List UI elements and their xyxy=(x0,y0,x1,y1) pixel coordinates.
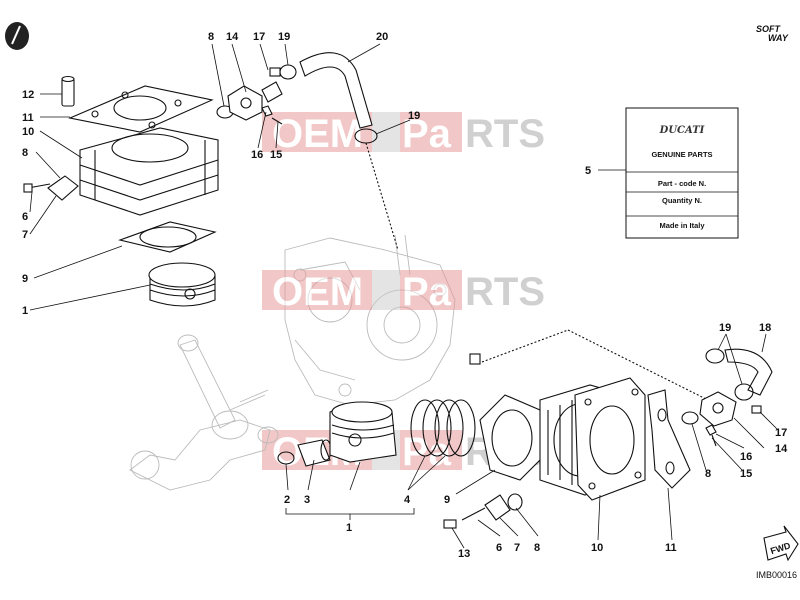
callout-1: 1 xyxy=(22,305,28,317)
callout-15-top: 15 xyxy=(270,149,282,161)
brand-mark-line2: WAY xyxy=(768,33,789,43)
crankcase-outline xyxy=(284,234,456,406)
watermark-left-1: OEM xyxy=(272,112,363,156)
callout-17-right: 17 xyxy=(775,427,787,439)
screw-top xyxy=(269,67,281,77)
callout-4: 4 xyxy=(404,494,411,506)
card-part-code: Part - code N. xyxy=(658,179,706,188)
callout-16-right: 16 xyxy=(740,451,752,463)
callout-8: 8 xyxy=(22,147,28,159)
water-hose-right xyxy=(724,348,773,396)
watermark-right-1: RTS xyxy=(465,112,545,156)
callout-1-bottom: 1 xyxy=(346,522,352,534)
fwd-arrow: FWD xyxy=(763,525,799,562)
callout-6: 6 xyxy=(22,211,28,223)
callout-7: 7 xyxy=(22,229,28,241)
water-union-right xyxy=(699,391,737,427)
callout-labels: 12 11 10 8 6 7 9 1 8 14 17 19 20 16 15 1… xyxy=(22,31,788,560)
water-flange xyxy=(47,175,79,201)
callout-6-bottom: 6 xyxy=(496,542,502,554)
diagram-code: IMB00016 xyxy=(756,570,797,580)
callout-11-bottom: 11 xyxy=(665,542,677,554)
card-brand: DUCATI xyxy=(659,125,705,136)
bottom-piston-group xyxy=(277,399,476,467)
callout-12: 12 xyxy=(22,89,34,101)
callout-13: 13 xyxy=(458,548,470,560)
callout-14-top: 14 xyxy=(226,31,239,43)
callout-19-top: 19 xyxy=(278,31,290,43)
callout-5: 5 xyxy=(585,165,591,177)
watermark-left-2: OEM xyxy=(272,270,363,314)
callout-9: 9 xyxy=(22,273,28,285)
water-flange-bottom xyxy=(484,494,511,521)
callout-7-bottom: 7 xyxy=(514,542,520,554)
crankshaft-assembly xyxy=(129,334,279,491)
o-ring-bottom xyxy=(507,493,523,511)
water-union xyxy=(227,85,263,121)
callout-18: 18 xyxy=(759,322,771,334)
cylinder-assembly-bottom xyxy=(443,329,709,529)
washer-right xyxy=(705,424,717,436)
callout-2: 2 xyxy=(284,494,290,506)
callout-11: 11 xyxy=(22,112,34,124)
screw-right xyxy=(751,405,762,414)
callout-16-top: 16 xyxy=(251,149,263,161)
callout-20: 20 xyxy=(376,31,388,43)
watermark-middle-1: Pa xyxy=(402,112,452,156)
callout-8-right: 8 xyxy=(705,468,711,480)
brand-mark-line1: SOFT xyxy=(756,24,782,34)
bolt-bottom xyxy=(443,519,457,529)
gudgeon-pin xyxy=(297,439,331,467)
head-gasket xyxy=(68,85,214,133)
callout-14-right: 14 xyxy=(775,443,788,455)
callout-8-bottom: 8 xyxy=(534,542,540,554)
hose-clamp-right-top xyxy=(705,348,725,364)
watermark-middle-3: Pa xyxy=(402,430,452,474)
card-origin: Made in Italy xyxy=(659,221,705,230)
leader-lines xyxy=(29,43,779,549)
card-quantity: Quantity N. xyxy=(662,196,702,205)
card-genuine: GENUINE PARTS xyxy=(651,150,712,159)
callout-17-top: 17 xyxy=(253,31,265,43)
dowel-pin xyxy=(61,77,75,107)
cylinder-assembly-top xyxy=(23,75,219,307)
callout-19-hose: 19 xyxy=(408,110,420,122)
o-ring-right xyxy=(681,411,699,425)
callout-9-bottom: 9 xyxy=(444,494,450,506)
hose-clamp-right-bottom xyxy=(734,383,754,401)
head-gasket-bottom xyxy=(574,377,646,501)
water-hose xyxy=(299,52,373,129)
logo-mark xyxy=(5,22,29,50)
callout-10: 10 xyxy=(22,126,34,138)
callout-8-top: 8 xyxy=(208,31,214,43)
washer-small xyxy=(261,105,273,117)
callout-10-bottom: 10 xyxy=(591,542,603,554)
watermark-right-2: RTS xyxy=(465,270,545,314)
soft-way-mark: SOFT WAY xyxy=(756,24,789,43)
hose-clamp-top xyxy=(279,64,297,80)
water-fittings-right xyxy=(681,348,773,447)
watermark-middle-2: Pa xyxy=(402,270,452,314)
piston-rings xyxy=(410,399,476,457)
callout-3: 3 xyxy=(304,494,310,506)
genuine-parts-card: DUCATI GENUINE PARTS Part - code N. Quan… xyxy=(625,107,739,239)
callout-15-right: 15 xyxy=(740,468,752,480)
cylinder-block xyxy=(79,127,219,216)
callout-19-right: 19 xyxy=(719,322,731,334)
